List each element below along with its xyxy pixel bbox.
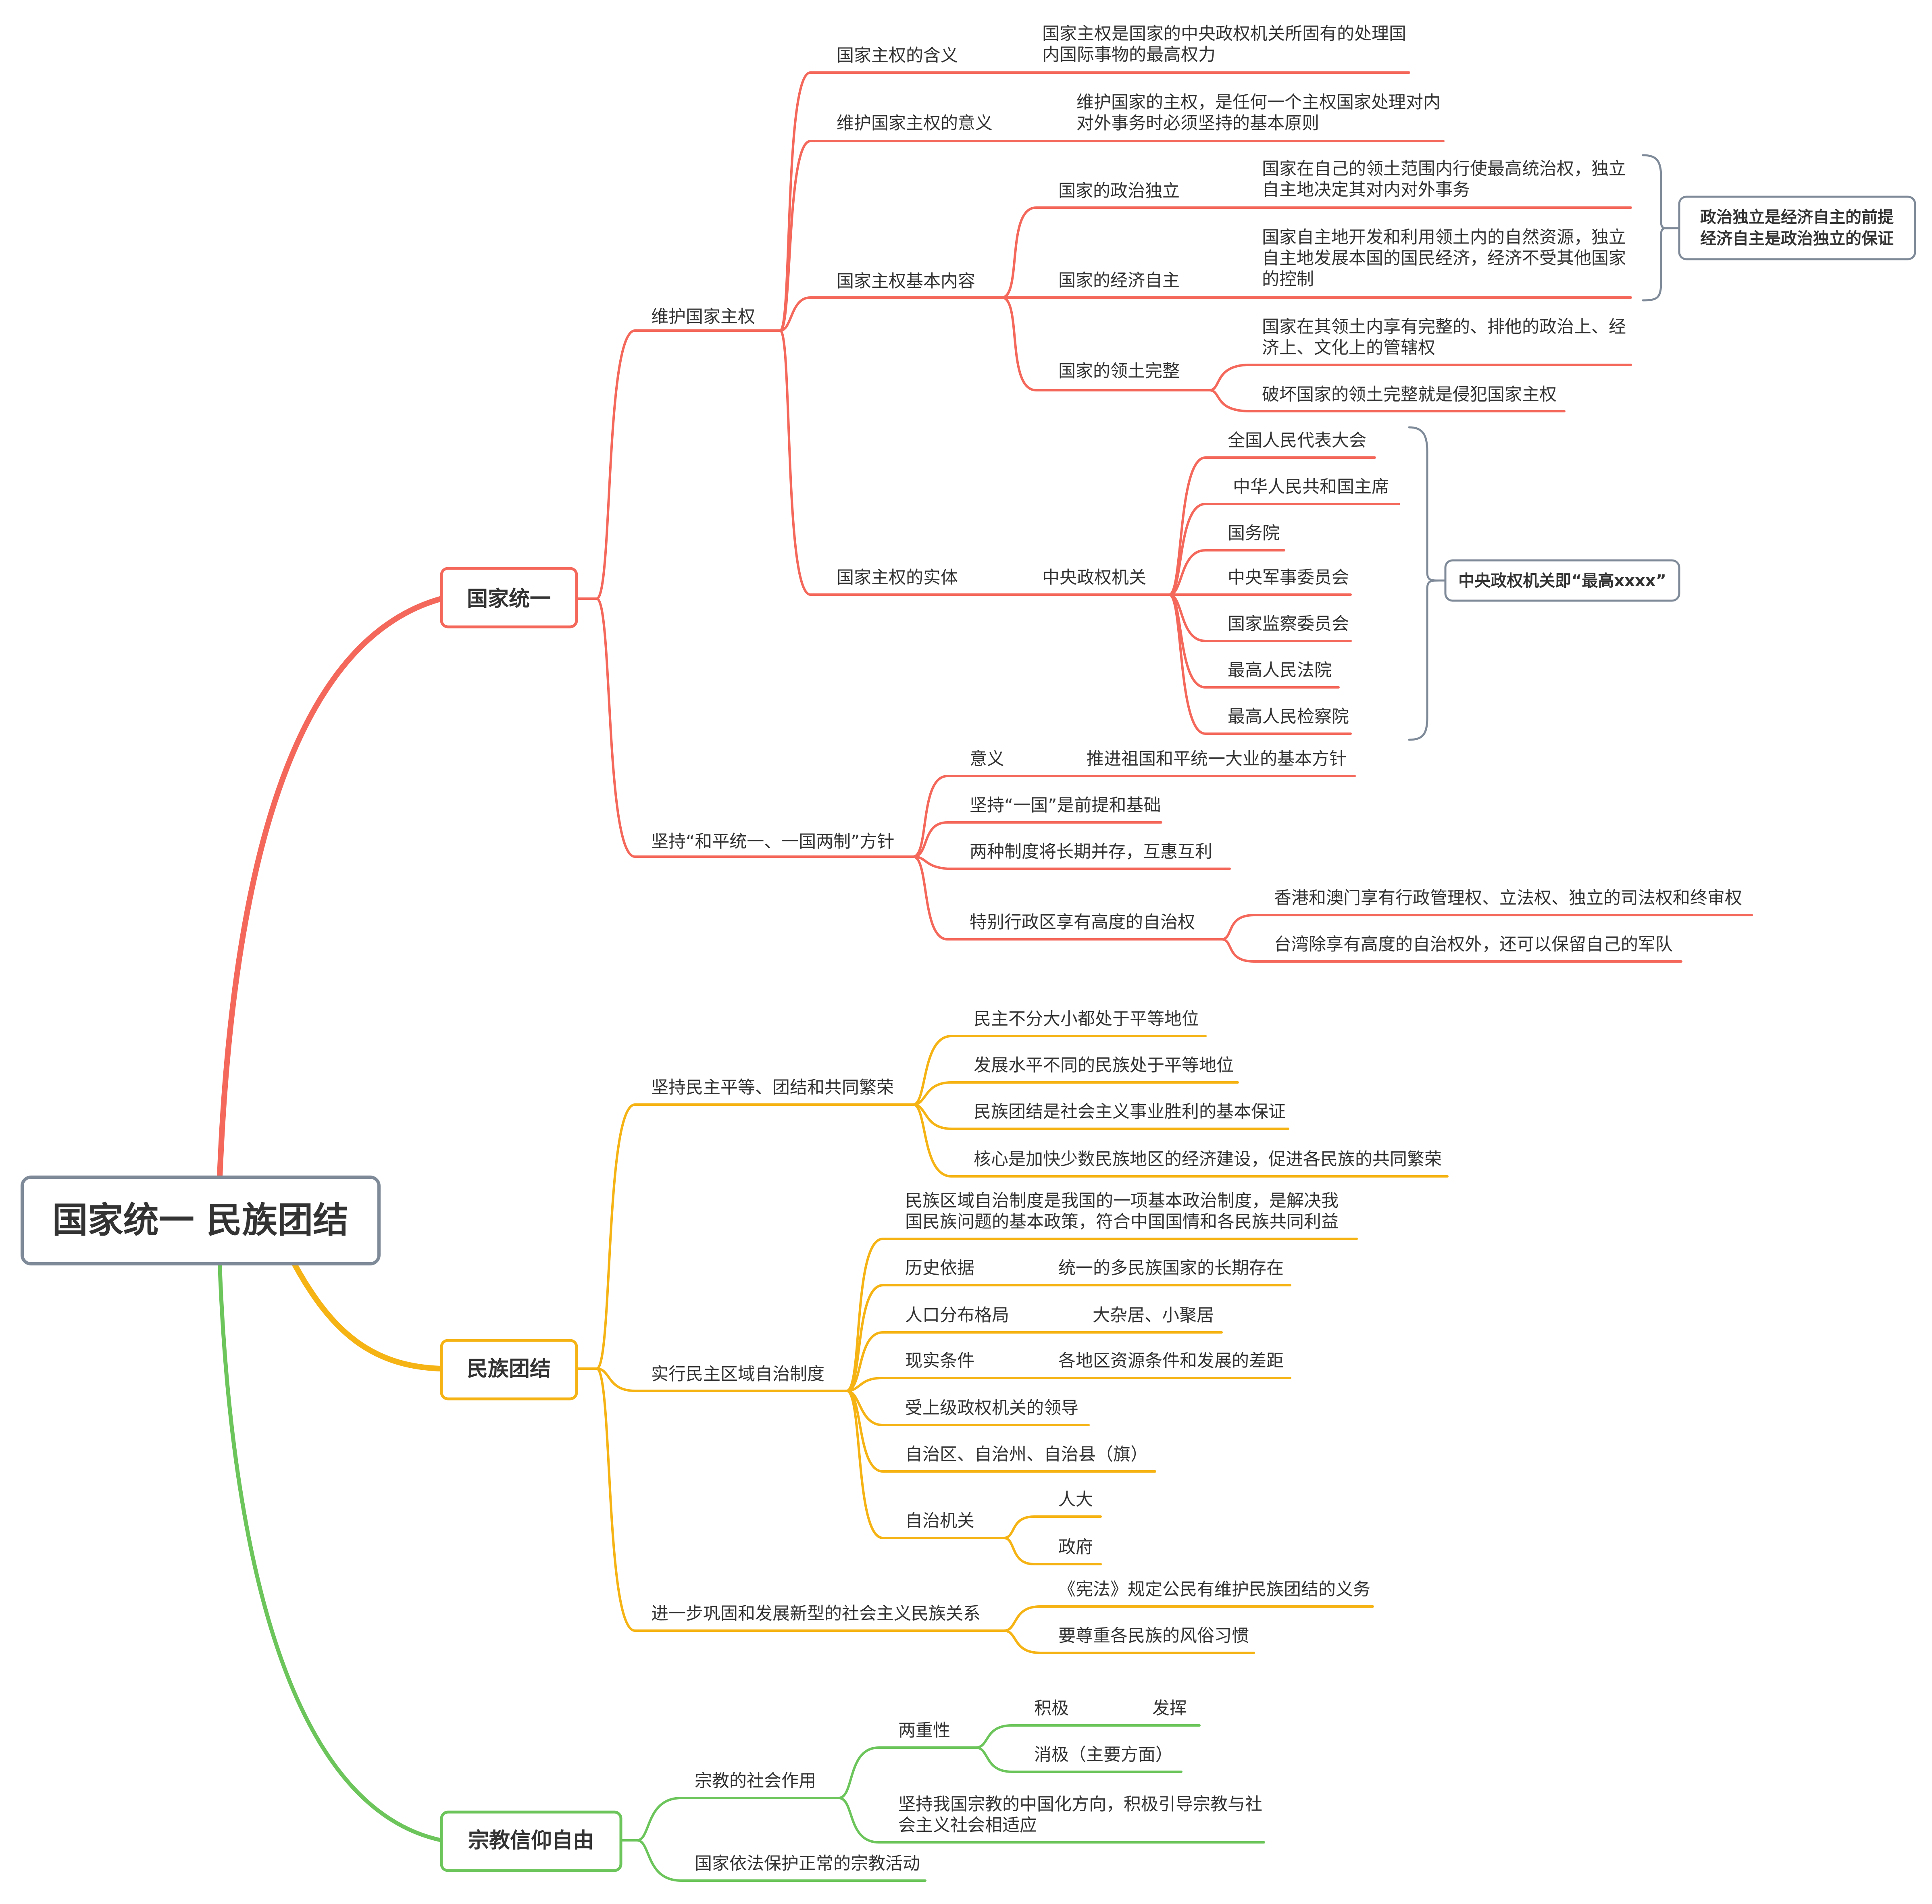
political-independence-text: 自主地决定其对内对外事务 [1262,180,1470,200]
policy-meaning-label: 意义 [970,749,1004,769]
sovereignty-significance-text: 对外事务时必须坚持的基本原则 [1076,113,1319,133]
regional-autonomy-label: 实行民主区域自治制度 [651,1364,824,1384]
organ-item: 中央军事委员会 [1228,568,1349,588]
territorial-integrity-label: 国家的领土完整 [1058,361,1180,381]
sovereignty-entity-label: 国家主权的实体 [837,568,958,588]
autonomous-organ-item: 政府 [1058,1537,1093,1557]
note-politics-economy-box[interactable] [1678,196,1916,260]
equality-label: 坚持民主平等、团结和共同繁荣 [651,1078,894,1098]
sovereignty-content-label: 国家主权基本内容 [837,271,975,291]
organ-item: 中华人民共和国主席 [1233,477,1389,497]
note-central-organs: 中央政权机关即“最高xxxx” [1458,572,1666,590]
unity-connectors [575,71,1753,963]
leadership-item: 受上级政权机关的领导 [905,1398,1078,1418]
religion-protect: 国家依法保护正常的宗教活动 [695,1854,920,1874]
population-label: 人口分布格局 [905,1305,1009,1326]
ethnic-connectors [575,1035,1449,1654]
relations-item: 要尊重各民族的风俗习惯 [1058,1626,1249,1646]
sar-hk-macau: 香港和澳门享有行政管理权、立法权、独立的司法权和终审权 [1274,888,1742,908]
economic-autonomy-label: 国家的经济自主 [1058,271,1180,291]
organ-item: 国家监察委员会 [1228,614,1349,634]
reality-label: 现实条件 [905,1351,974,1371]
population-value: 大杂居、小聚居 [1093,1305,1214,1326]
root-node[interactable] [21,1176,381,1265]
organ-item: 国务院 [1228,523,1280,543]
regions-item: 自治区、自治州、自治县（旗） [905,1444,1148,1465]
economic-autonomy-text: 自主地发展本国的国民经济，经济不受其他国家 [1262,248,1626,268]
sar-autonomy-label: 特别行政区享有高度的自治权 [970,912,1195,932]
autonomous-organs-label: 自治机关 [905,1511,974,1531]
economic-autonomy-text: 国家自主地开发和利用领土内的自然资源，独立 [1262,227,1626,248]
policy-two-systems: 两种制度将长期并存，互惠互利 [970,842,1212,862]
religion-node[interactable] [440,1810,622,1872]
territorial-integrity-text: 国家在其领土内享有完整的、排他的政治上、经 [1262,317,1626,337]
sinicization-text: 坚持我国宗教的中国化方向，积极引导宗教与社 [898,1794,1262,1815]
note-politics-economy: 经济自主是政治独立的保证 [1700,229,1894,248]
organ-item: 最高人民检察院 [1228,707,1349,727]
note-central-organs-box[interactable] [1444,559,1680,602]
sovereignty-significance-label: 维护国家主权的意义 [837,113,993,133]
regional-autonomy-intro: 国民族问题的基本政策，符合中国国情和各民族共同利益 [905,1212,1339,1232]
equality-item: 发展水平不同的民族处于平等地位 [974,1055,1234,1076]
duality-negative: 消极（主要方面） [1034,1745,1173,1765]
regional-autonomy-intro: 民族区域自治制度是我国的一项基本政治制度，是解决我 [905,1191,1339,1211]
policy-meaning-text: 推进祖国和平统一大业的基本方针 [1087,749,1347,769]
equality-item: 民族团结是社会主义事业胜利的基本保证 [974,1102,1286,1122]
history-basis-label: 历史依据 [905,1258,974,1278]
sovereignty-label: 维护国家主权 [651,307,755,327]
note-politics-economy: 政治独立是经济自主的前提 [1700,208,1894,227]
duality-positive: 积极 [1034,1698,1069,1719]
religion-connectors [620,1724,1265,1882]
equality-item: 核心是加快少数民族地区的经济建设，促进各民族的共同繁荣 [974,1149,1442,1169]
unity-node[interactable] [440,567,578,628]
sovereignty-significance-text: 维护国家的主权，是任何一个主权国家处理对内 [1076,92,1441,112]
sar-taiwan: 台湾除享有高度的自治权外，还可以保留自己的军队 [1274,934,1673,955]
religion-label: 宗教信仰自由 [468,1829,594,1853]
duality-label: 两重性 [898,1721,950,1741]
territorial-integrity-text2: 破坏国家的领土完整就是侵犯国家主权 [1262,385,1557,405]
autonomous-organ-item: 人大 [1058,1490,1093,1510]
relations-label: 进一步巩固和发展新型的社会主义民族关系 [651,1604,981,1624]
relations-item: 《宪法》规定公民有维护民族团结的义务 [1058,1579,1370,1600]
sinicization-text: 会主义社会相适应 [898,1815,1037,1835]
policy-one-country: 坚持“一国”是前提和基础 [970,795,1161,816]
organ-item: 全国人民代表大会 [1228,431,1366,451]
unity-label: 国家统一 [467,587,551,611]
history-basis-value: 统一的多民族国家的长期存在 [1058,1258,1284,1278]
ethnic-node[interactable] [440,1339,578,1400]
political-independence-text: 国家在自己的领土范围内行使最高统治权，独立 [1262,159,1626,179]
equality-item: 民主不分大小都处于平等地位 [974,1009,1199,1029]
root-title: 国家统一 民族团结 [52,1199,349,1241]
central-organ-label: 中央政权机关 [1042,568,1146,588]
political-independence-label: 国家的政治独立 [1058,181,1180,201]
duality-positive-value: 发挥 [1152,1698,1187,1719]
policy-label: 坚持“和平统一、一国两制”方针 [651,832,895,852]
religion-role-label: 宗教的社会作用 [695,1771,816,1791]
sovereignty-meaning-label: 国家主权的含义 [837,46,958,66]
sovereignty-meaning-text: 国家主权是国家的中央政权机关所固有的处理国 [1042,24,1406,44]
sovereignty-meaning-text: 内国际事物的最高权力 [1042,45,1216,65]
economic-autonomy-text: 的控制 [1262,269,1314,289]
root-connectors [217,596,444,1842]
ethnic-label: 民族团结 [467,1357,551,1381]
territorial-integrity-text: 济上、文化上的管辖权 [1262,338,1435,358]
reality-value: 各地区资源条件和发展的差距 [1058,1351,1284,1371]
organ-item: 最高人民法院 [1228,660,1332,680]
